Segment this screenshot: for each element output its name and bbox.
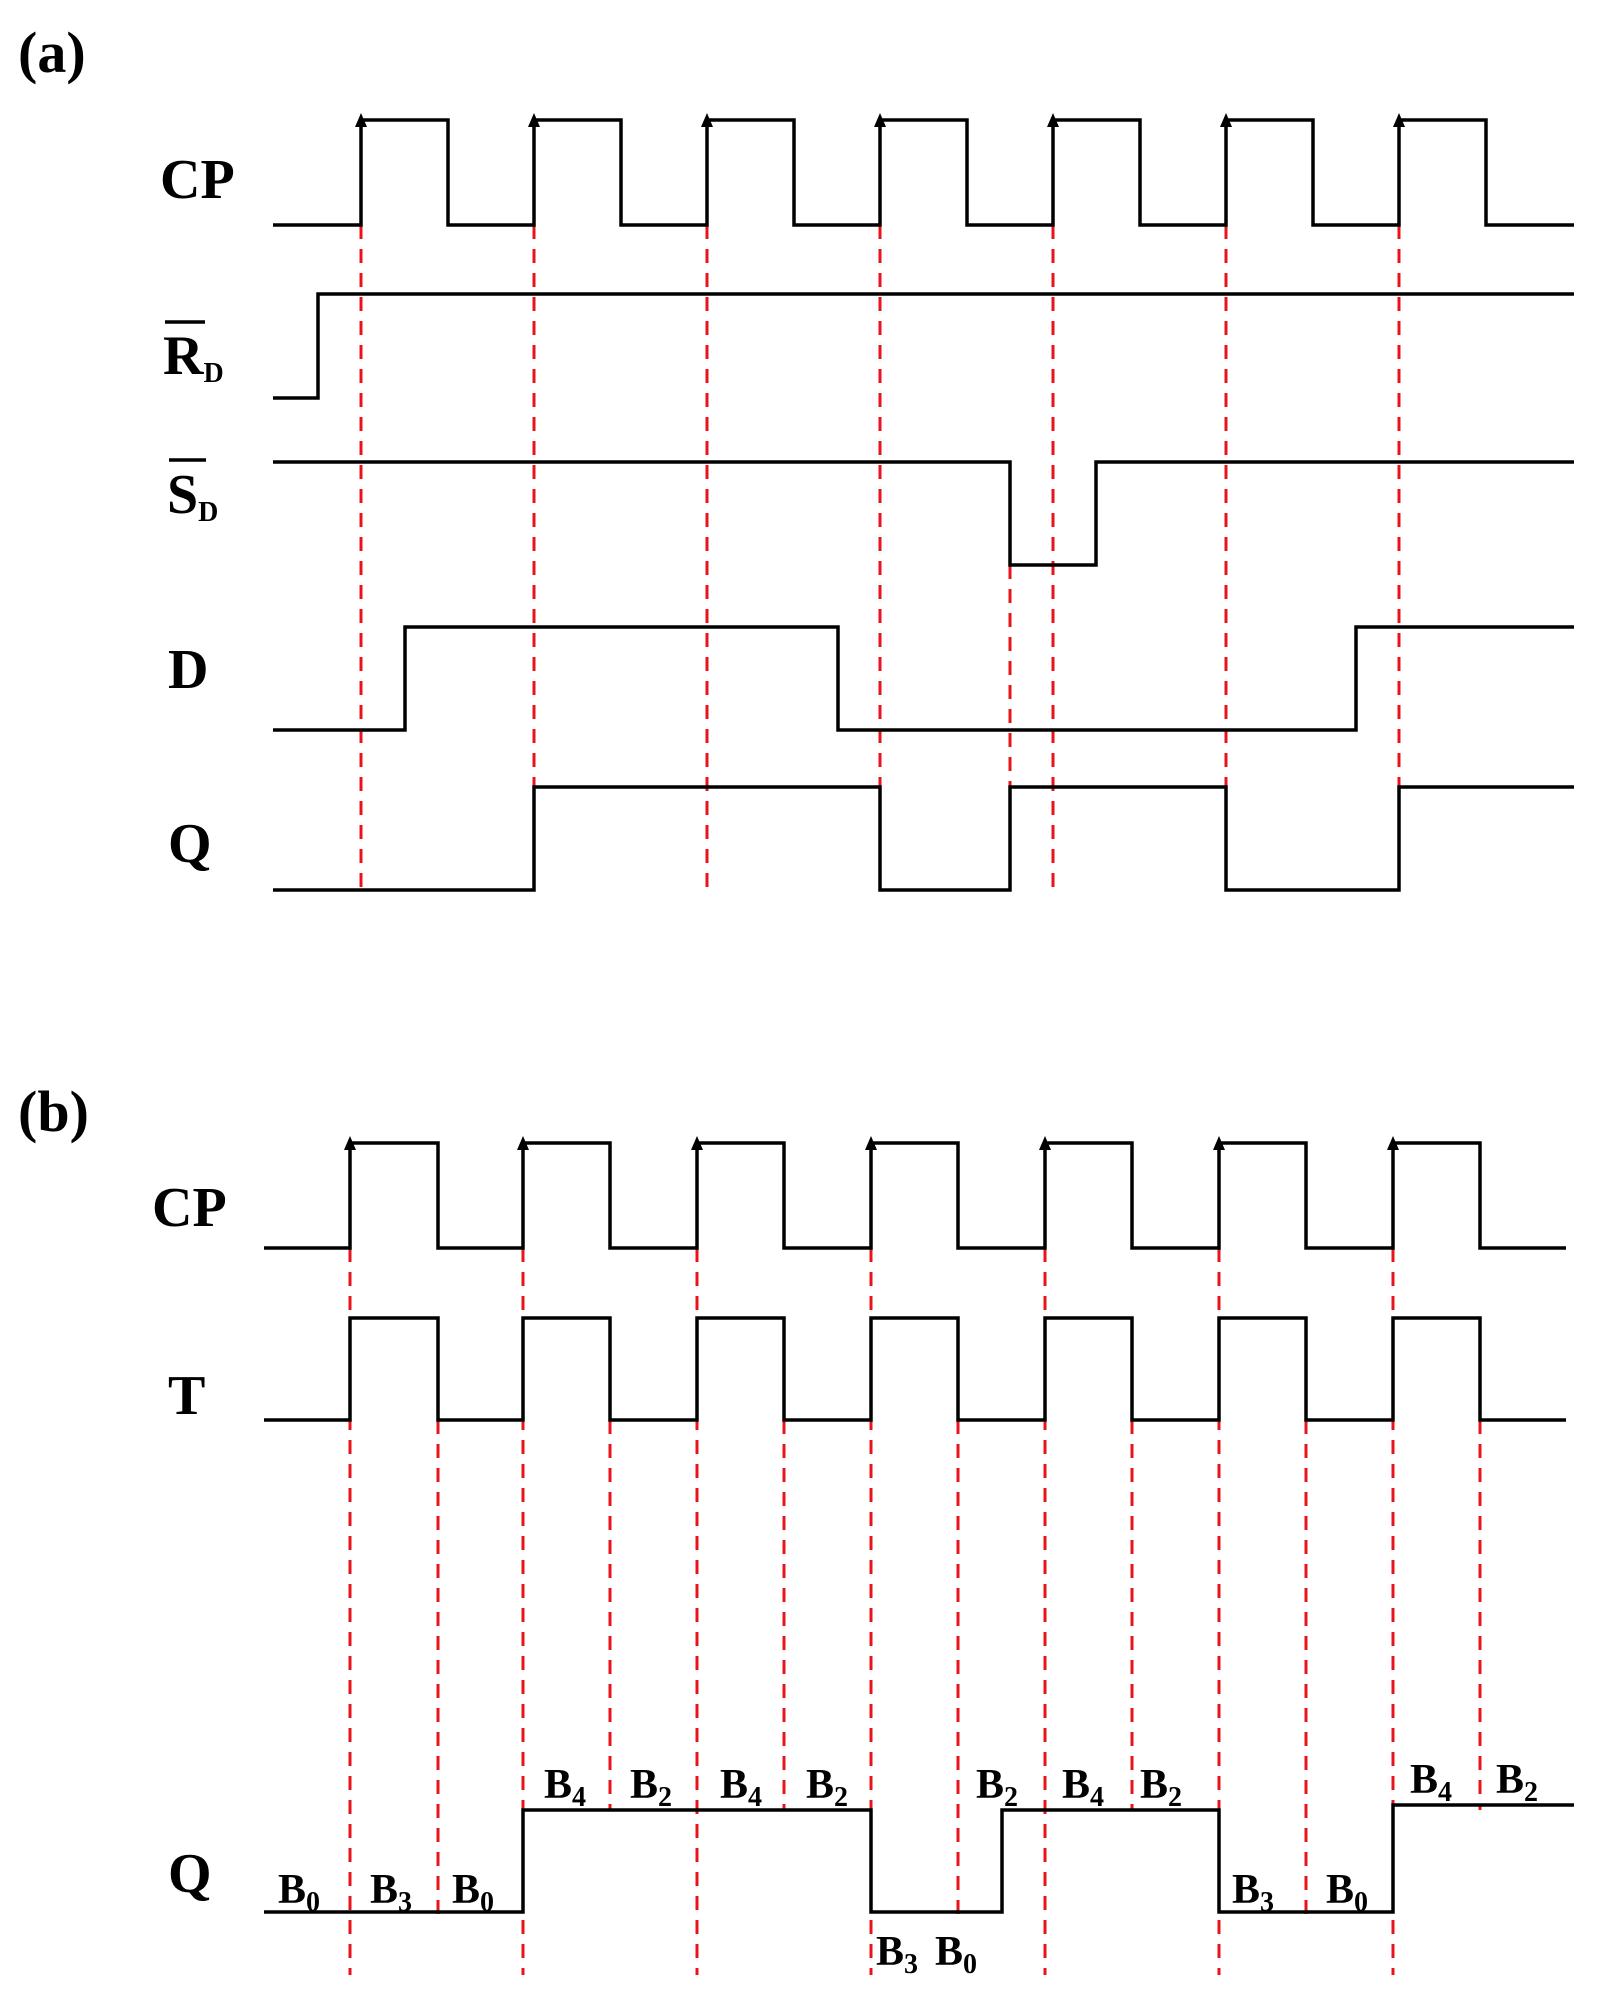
panel-a-sd-label: SD xyxy=(167,458,218,528)
rd-base: R xyxy=(163,325,204,387)
panel-b: (b) CP T Q xyxy=(18,1079,1574,1980)
panel-b-guides xyxy=(348,1248,1482,1975)
panel-a-rd-label: RD xyxy=(163,320,224,389)
state-label: B0 xyxy=(452,1867,494,1918)
state-label: B2 xyxy=(1496,1757,1538,1808)
state-label: B0 xyxy=(278,1867,320,1918)
panel-b-t-waveform xyxy=(264,1316,1566,1422)
panel-b-q-label: Q xyxy=(168,1843,212,1905)
panel-a-cp-label: CP xyxy=(160,149,235,211)
panel-a-sd-waveform xyxy=(273,460,1574,567)
state-label: B3 xyxy=(1232,1867,1274,1918)
state-label: B0 xyxy=(935,1929,977,1980)
panel-a-d-label: D xyxy=(168,639,208,701)
panel-b-cp-arrows xyxy=(344,1136,1399,1150)
panel-b-q-state-labels: B0 B3 B0 B4 B2 B4 B2 B3 B0 B2 B4 B2 B3 B… xyxy=(278,1757,1538,1980)
state-label: B2 xyxy=(806,1762,848,1813)
svg-text:SD: SD xyxy=(167,464,218,528)
state-label: B4 xyxy=(1062,1762,1104,1813)
panel-a-cp-waveform xyxy=(273,118,1574,227)
panel-a-cp-arrows xyxy=(355,113,1405,127)
panel-a-q-label: Q xyxy=(168,813,212,875)
panel-b-label: (b) xyxy=(18,1079,89,1144)
panel-b-t-label: T xyxy=(168,1365,205,1427)
panel-a-guides xyxy=(359,225,1401,893)
state-label: B2 xyxy=(1140,1762,1182,1813)
state-label: B0 xyxy=(1326,1867,1368,1918)
panel-a-q-waveform xyxy=(273,785,1574,892)
state-label: B4 xyxy=(720,1762,762,1813)
state-label: B3 xyxy=(876,1929,918,1980)
rd-sub: D xyxy=(203,358,223,389)
panel-b-q-waveform xyxy=(264,1803,1574,1914)
state-label: B2 xyxy=(630,1762,672,1813)
state-label: B4 xyxy=(544,1762,586,1813)
state-label: B3 xyxy=(370,1867,412,1918)
panel-b-cp-waveform xyxy=(264,1141,1566,1250)
panel-b-cp-label: CP xyxy=(152,1177,227,1239)
panel-a-rd-waveform xyxy=(273,292,1574,400)
sd-sub: D xyxy=(198,497,218,528)
state-label: B2 xyxy=(976,1762,1018,1813)
state-label: B4 xyxy=(1410,1757,1452,1808)
panel-a-d-waveform xyxy=(273,625,1574,732)
panel-a-label: (a) xyxy=(18,20,86,85)
panel-a: (a) CP RD SD D Q xyxy=(18,20,1574,893)
sd-base: S xyxy=(167,464,198,526)
svg-text:RD: RD xyxy=(163,325,224,389)
